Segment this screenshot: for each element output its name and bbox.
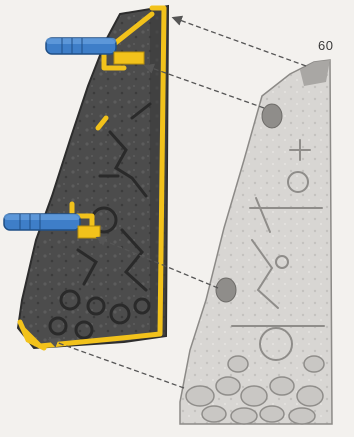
- light-rock-panel: [180, 60, 332, 424]
- dark-rock-panel: [18, 6, 168, 348]
- connector-socket: [216, 278, 236, 302]
- connector-socket: [262, 104, 282, 128]
